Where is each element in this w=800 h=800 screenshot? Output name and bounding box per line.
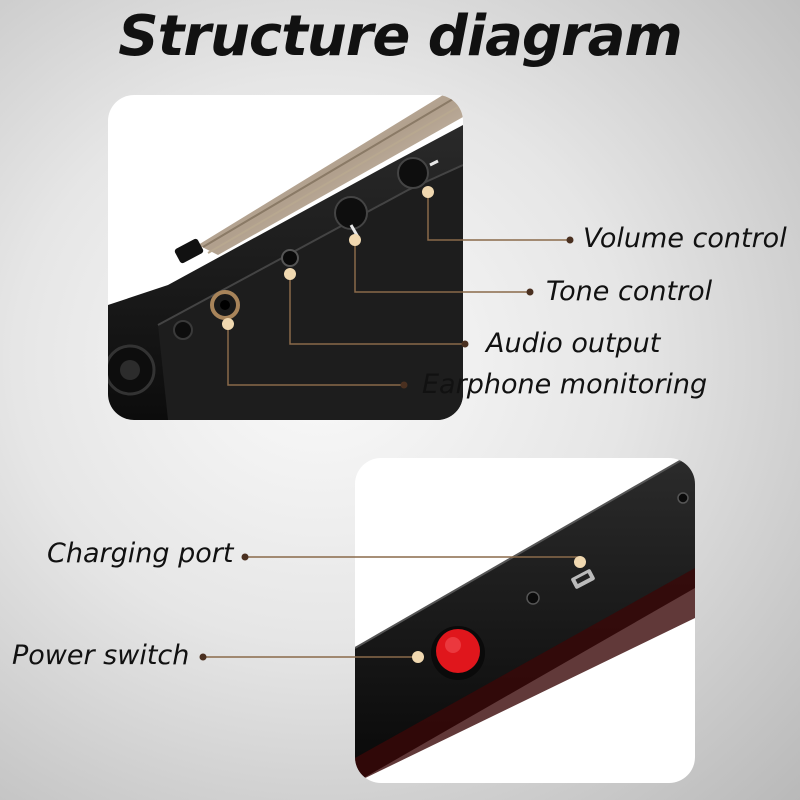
tone-control-label: Tone control (546, 276, 713, 307)
bottom-photo-panel (355, 458, 695, 783)
charging-port-label: Charging port (47, 538, 234, 569)
power-switch-label: Power switch (12, 640, 190, 671)
power-marker-dot (412, 651, 424, 663)
volume-control-label: Volume control (583, 223, 787, 254)
earphone-marker-dot (222, 318, 234, 330)
instrument-body-lower (355, 458, 695, 783)
diagram-title: Structure diagram (118, 4, 682, 69)
bottom-device-illustration (355, 458, 695, 783)
audio-output-label: Audio output (486, 328, 661, 359)
charging-leader-line (245, 556, 581, 562)
earphone-leader-line (227, 325, 404, 386)
volume-leader-line (427, 194, 570, 241)
volume-marker-dot (422, 186, 434, 198)
audio-marker-dot (284, 268, 296, 280)
earphone-monitoring-label: Earphone monitoring (422, 369, 708, 400)
tone-leader-line (354, 240, 530, 293)
audio-leader-line (289, 275, 465, 345)
instrument-strings (198, 95, 463, 255)
charging-marker-dot (574, 556, 586, 568)
tone-marker-dot (349, 234, 361, 246)
top-photo-panel (108, 95, 463, 420)
